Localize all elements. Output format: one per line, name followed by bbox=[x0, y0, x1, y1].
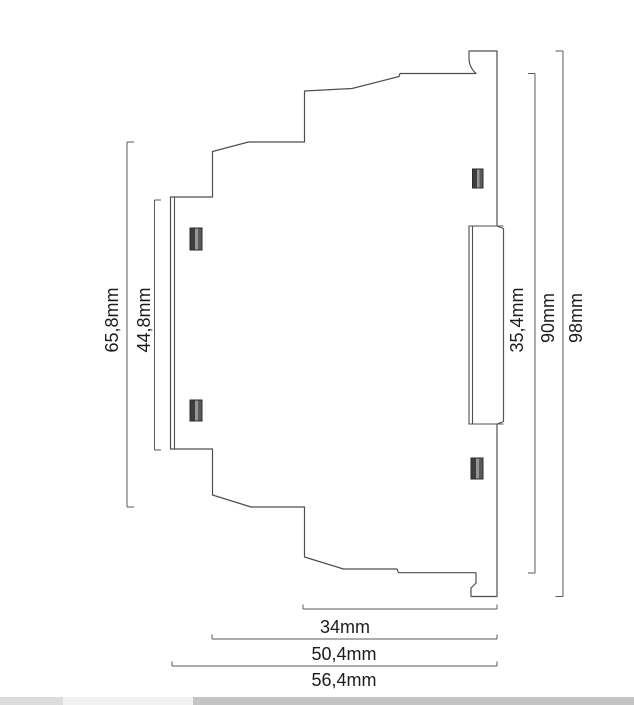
clip-left-lower bbox=[189, 399, 203, 422]
dim-label-bottom-full: 56,4mm bbox=[311, 670, 377, 690]
clip-right-lower bbox=[470, 457, 484, 480]
dim-label-right-total: 98mm bbox=[566, 292, 586, 344]
dim-line-44-8mm bbox=[154, 199, 161, 451]
dim-label-left-outer: 65,8mm bbox=[102, 287, 122, 353]
dim-label-left-inner: 44,8mm bbox=[134, 287, 154, 353]
dim-label-bottom-inner: 34mm bbox=[319, 617, 371, 637]
dim-line-50-4mm bbox=[211, 634, 498, 640]
dim-line-98mm bbox=[555, 50, 564, 597]
dim-line-65-8mm bbox=[126, 141, 134, 508]
clip-right-upper bbox=[472, 168, 484, 189]
enclosure-outline bbox=[169, 50, 505, 598]
dim-line-90mm bbox=[528, 73, 536, 574]
dim-line-56-4mm bbox=[171, 661, 498, 667]
dim-label-right-panel: 35,4mm bbox=[507, 287, 527, 353]
scrollbar-left-segment[interactable] bbox=[0, 697, 63, 705]
dim-label-right-body: 90mm bbox=[538, 292, 558, 344]
dim-line-35-4mm bbox=[497, 225, 504, 425]
dim-line-34mm bbox=[302, 604, 498, 610]
clip-left-upper bbox=[189, 227, 203, 251]
scrollbar-thumb[interactable] bbox=[193, 697, 634, 705]
dim-label-bottom-mid: 50,4mm bbox=[311, 644, 377, 664]
rear-panel-outline bbox=[468, 225, 497, 425]
scrollbar-track bbox=[63, 697, 193, 705]
